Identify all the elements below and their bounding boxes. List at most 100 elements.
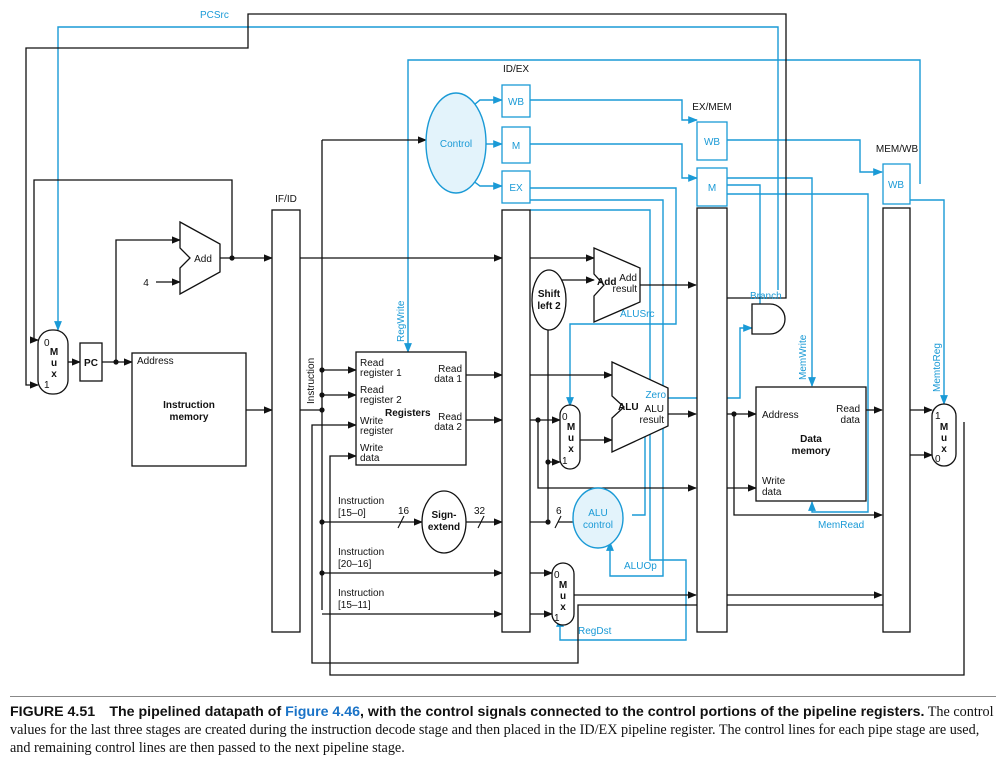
read-data-2-a: Read	[438, 412, 462, 423]
bits-32-label: 32	[474, 506, 486, 517]
pcsrc-wire	[54, 26, 779, 331]
dm-write-data-b: data	[762, 487, 782, 498]
instruction-memory: Address Instruction memory	[131, 352, 247, 467]
write-register-b: register	[360, 426, 394, 437]
id-ex-label: ID/EX	[503, 64, 529, 75]
read-data-1-a: Read	[438, 364, 462, 375]
im-address-label: Address	[137, 356, 174, 367]
control-label: Control	[440, 139, 472, 150]
registers-label: Registers	[385, 408, 431, 419]
svg-text:x: x	[51, 369, 57, 380]
mem-wb-label: MEM/WB	[876, 144, 919, 155]
ex-mem-m-label: M	[708, 183, 716, 194]
mem-wb-register	[882, 207, 911, 633]
dm-write-data-a: Write	[762, 476, 786, 487]
add-result-b: result	[613, 284, 638, 295]
regdst-mux-0: 0	[554, 570, 560, 581]
dm-title-b: memory	[792, 446, 831, 457]
im-title-1: Instruction	[163, 400, 215, 411]
shift-left-a: Shift	[538, 289, 561, 300]
ex-mem-wb-field	[696, 121, 728, 161]
id-ex-m-field	[501, 126, 531, 164]
svg-text:x: x	[568, 444, 574, 455]
alu-mux-1: 1	[562, 456, 568, 467]
write-data-a: Write	[360, 443, 384, 454]
svg-text:M: M	[940, 422, 948, 433]
id-ex-ex-label: EX	[509, 183, 523, 194]
instruction-vertical-label: Instruction	[306, 358, 317, 404]
ex-mem-register	[696, 207, 728, 633]
zero-label: Zero	[645, 390, 666, 401]
shift-left-2-unit: Shift left 2	[531, 269, 567, 331]
read-register-2-b: register 2	[360, 395, 402, 406]
ex-mem-m-field	[696, 167, 728, 207]
memread-label: MemRead	[818, 520, 864, 531]
alu-mux-0: 0	[562, 412, 568, 423]
figure-reference-link[interactable]: Figure 4.46	[285, 704, 361, 720]
svg-text:M: M	[567, 422, 575, 433]
datapath-wires	[25, 13, 965, 676]
control-fields	[501, 84, 911, 207]
ex-mem-wb-label: WB	[704, 137, 720, 148]
regwrite-label: RegWrite	[396, 300, 407, 342]
dm-read-data-a: Read	[836, 404, 860, 415]
regwrite-wire	[404, 59, 921, 353]
pc-register: PC	[79, 342, 103, 382]
id-ex-wb-field	[501, 84, 531, 118]
instr-15-11-b: [15–11]	[338, 600, 371, 611]
wb-mux-0: 0	[935, 454, 941, 465]
alu-control-b: control	[583, 520, 613, 531]
figure-number: FIGURE 4.51	[10, 704, 96, 720]
bits-16-label: 16	[398, 506, 410, 517]
id-ex-ex-field	[501, 170, 531, 204]
svg-text:u: u	[568, 433, 574, 444]
instr-20-16-a: Instruction	[338, 547, 384, 558]
sign-extend-a: Sign-	[432, 510, 457, 521]
pc-mux: 0 M u x 1	[37, 329, 69, 395]
junction-dots	[113, 255, 737, 576]
svg-text:M: M	[50, 347, 58, 358]
alu-result-a: ALU	[645, 404, 664, 415]
caption-rule	[10, 696, 996, 697]
writeback-mux: 1 M u x 0	[931, 403, 957, 467]
pipeline-datapath-diagram: IF/ID ID/EX EX/MEM MEM/WB WB M EX WB M W…	[25, 10, 965, 676]
mem-wb-wb-field	[882, 163, 911, 205]
alu-src-mux: 0 M u x 1	[559, 404, 581, 470]
bits-6-label: 6	[556, 506, 562, 517]
pc-mux-input-1: 1	[44, 380, 50, 391]
svg-text:u: u	[941, 433, 947, 444]
memwrite-label: MemWrite	[798, 334, 809, 380]
read-register-2-a: Read	[360, 385, 384, 396]
data-memory: Address Read data Data memory Write data	[755, 386, 867, 502]
pcsrc-label: PCSrc	[200, 10, 229, 21]
regdst-mux: 0 M u x 1	[551, 562, 575, 626]
svg-text:M: M	[559, 580, 567, 591]
control-wires	[54, 26, 948, 641]
caption-body: The control values for the last three st…	[10, 704, 994, 756]
memtoreg-label: MemtoReg	[932, 343, 943, 392]
dm-title-a: Data	[800, 434, 822, 445]
branch-adder: Add Add result	[593, 247, 641, 323]
instr-20-16-b: [20–16]	[338, 559, 372, 570]
branch-adder-label: Add	[597, 277, 616, 288]
im-title-2: memory	[170, 412, 209, 423]
alu-result-b: result	[640, 415, 665, 426]
read-data-2-b: data 2	[434, 422, 462, 433]
instr-15-0-a: Instruction	[338, 496, 384, 507]
write-register-a: Write	[360, 416, 384, 427]
regdst-label: RegDst	[578, 626, 612, 637]
dm-address-label: Address	[762, 410, 799, 421]
id-ex-wb-label: WB	[508, 97, 524, 108]
pc-adder-label: Add	[194, 254, 212, 265]
sign-extend-unit: Sign- extend	[421, 490, 467, 554]
const-four-label: 4	[143, 278, 149, 289]
pc-adder: Add 4	[143, 220, 221, 296]
alu-label: ALU	[618, 402, 639, 413]
write-data-b: data	[360, 453, 380, 464]
alusrc-label: ALUSrc	[620, 309, 654, 320]
branch-label: Branch	[750, 291, 782, 302]
caption-bold-text-2: , with the control signals connected to …	[360, 704, 925, 720]
if-id-register	[271, 209, 301, 633]
svg-text:u: u	[51, 358, 57, 369]
pc-mux-input-0: 0	[44, 338, 50, 349]
